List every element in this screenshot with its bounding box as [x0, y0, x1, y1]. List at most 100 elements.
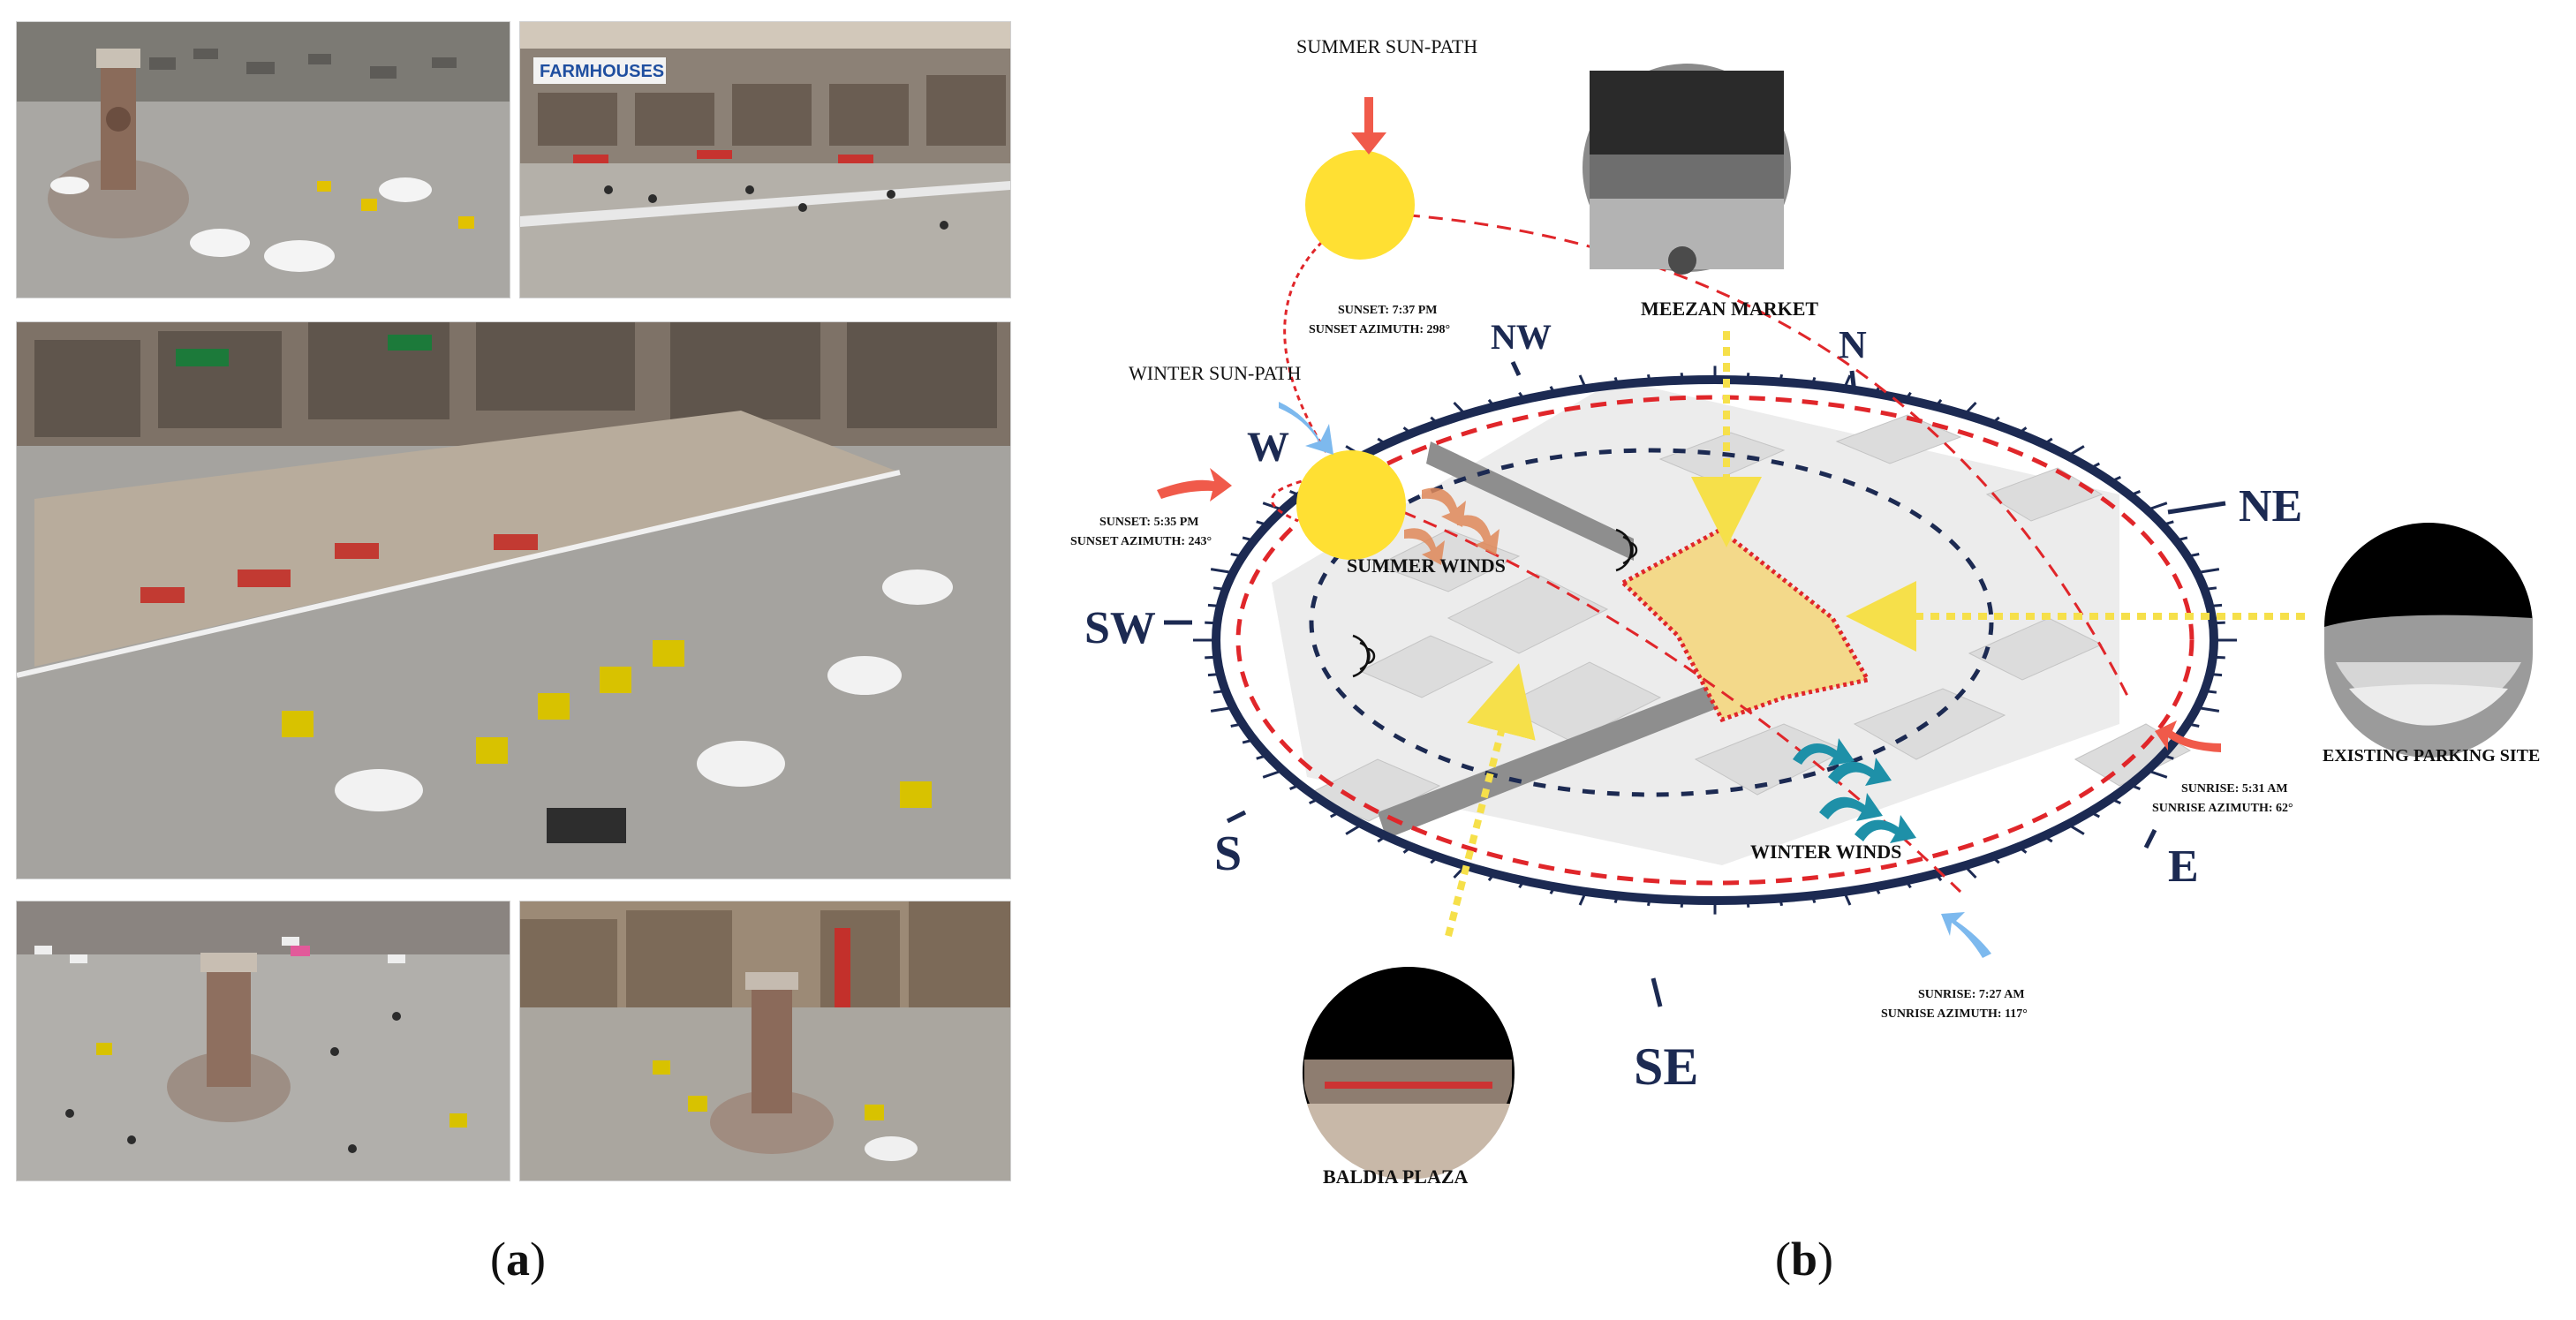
photo-plaza-traffic [16, 321, 1011, 879]
winter-arrow-icon [1279, 402, 1333, 455]
compass-tick [2210, 603, 2223, 607]
compass-tick [2187, 722, 2200, 728]
photo-clock-tower-roundabout [16, 21, 510, 298]
compass-tick [1963, 864, 1977, 879]
summer-sun-arc [1359, 210, 2130, 698]
compass-tick [1207, 603, 1220, 607]
winter-sunrise-time: SUNRISE: 7:27 AM [1918, 988, 2025, 1001]
compass-tick [1963, 401, 1977, 416]
compass-tick [2110, 797, 2121, 805]
compass-tick [1210, 568, 1234, 575]
compass-tick [1212, 586, 1227, 591]
compass-tick [2146, 502, 2168, 511]
compass-tick [1904, 879, 1912, 889]
compass-tick [1991, 416, 2000, 425]
panel-b-label: (b) [1775, 1233, 1834, 1286]
compass-tick [1518, 879, 1526, 889]
compass-tick [1680, 373, 1684, 381]
winter-wind-icon [1793, 738, 1916, 843]
winter-sunset-time: SUNSET: 5:35 PM [1099, 516, 1199, 529]
photo-clock-tower-aerial [16, 901, 510, 1181]
baldia-plaza-photo [1303, 967, 1515, 1180]
winter-sun-arc [1359, 493, 1962, 894]
compass-tick [1842, 374, 1852, 389]
summer-sunrise-time: SUNRISE: 5:31 AM [2181, 782, 2288, 796]
parking-site-photo [2324, 523, 2533, 758]
compass-tick [1487, 872, 1496, 882]
compass-tick [1289, 783, 1301, 790]
compass-tick [2203, 690, 2217, 694]
compass-tick [1242, 536, 1255, 542]
compass-tick [2089, 462, 2101, 470]
compass-tick [1242, 738, 1255, 744]
compass-tick [2196, 568, 2220, 575]
compass-tick [1402, 426, 1412, 435]
dir-sw: SW [1084, 603, 1156, 653]
compass-tick [1746, 900, 1750, 908]
compass-tick [1680, 900, 1684, 908]
compass-tick [1613, 376, 1620, 386]
compass-tick [1453, 401, 1467, 416]
compass-tick [2018, 426, 2028, 435]
summer-sunrise-arrow-icon [2155, 720, 2221, 752]
label-meezan-market: MEEZAN MARKET [1641, 298, 1818, 320]
compass-tick [2089, 811, 2101, 818]
compass-tick [1205, 655, 1218, 660]
compass-tick [1205, 621, 1218, 625]
dir-ne: NE [2239, 481, 2302, 532]
compass-tick [1377, 437, 1387, 446]
winter-sun-arc-west [1270, 475, 1321, 523]
wind-source-icon [1352, 528, 1638, 678]
winter-sunrise-azimuth: SUNRISE AZIMUTH: 117° [1881, 1007, 2028, 1021]
compass-tick [1810, 894, 1817, 904]
dir-n: N [1839, 323, 1867, 366]
compass-tick [1212, 690, 1227, 694]
winter-sun [1296, 450, 1406, 560]
photo-market-street: FARMHOUSES [519, 21, 1011, 298]
compass-tick [2129, 783, 2141, 790]
summer-sunset-azimuth: SUNSET AZIMUTH: 298° [1309, 323, 1450, 336]
meezan-market-photo [1583, 64, 1791, 275]
compass-tick [2187, 553, 2200, 558]
compass-tick [2196, 705, 2220, 713]
compass-tick [1309, 797, 1320, 805]
dir-w: W [1247, 424, 1289, 471]
panel-b-letter: b [1790, 1233, 1818, 1286]
dir-s: S [1214, 826, 1242, 881]
shop-sign-text: FARMHOUSES [540, 62, 664, 81]
compass-tick [1810, 376, 1817, 386]
panel-a-letter: a [505, 1233, 530, 1286]
compass-tick [2043, 834, 2053, 843]
compass-tick [1377, 834, 1387, 843]
compass-tick [1518, 391, 1526, 401]
compass-tick [2203, 586, 2217, 591]
label-summer-sun-path: SUMMER SUN-PATH [1296, 35, 1477, 57]
label-winter-sun-path: WINTER SUN-PATH [1129, 362, 1301, 384]
winter-sunset-arrow-icon [1157, 468, 1232, 502]
label-winter-winds: WINTER WINDS [1750, 841, 1901, 863]
compass-tick [1646, 373, 1651, 382]
summer-sun [1305, 150, 1415, 260]
compass-tick [1230, 722, 1243, 728]
dir-nw: NW [1491, 317, 1552, 357]
compass-tick [1842, 891, 1852, 906]
compass-tick [2175, 536, 2188, 542]
compass-ticks [1193, 366, 2237, 915]
winter-sunset-azimuth: SUNSET AZIMUTH: 243° [1070, 535, 1212, 548]
compass-tick [1779, 898, 1784, 907]
compass-tick [2162, 520, 2174, 526]
compass-tick [2066, 823, 2085, 835]
compass-tick [1549, 886, 1556, 895]
photo-clock-tower-street [519, 901, 1011, 1181]
dir-se: SE [1634, 1037, 1698, 1096]
compass-tick [1256, 520, 1268, 526]
compass-tick [1779, 373, 1784, 382]
summer-wind-icon [1404, 487, 1500, 565]
compass-tick [1613, 894, 1620, 904]
direction-lines [1164, 360, 2226, 1007]
compass-tick [1874, 886, 1881, 895]
compass-tick [1262, 502, 1284, 511]
compass-tick [1934, 398, 1943, 408]
compass-tick [2162, 754, 2174, 760]
compass-tick [1991, 856, 2000, 864]
